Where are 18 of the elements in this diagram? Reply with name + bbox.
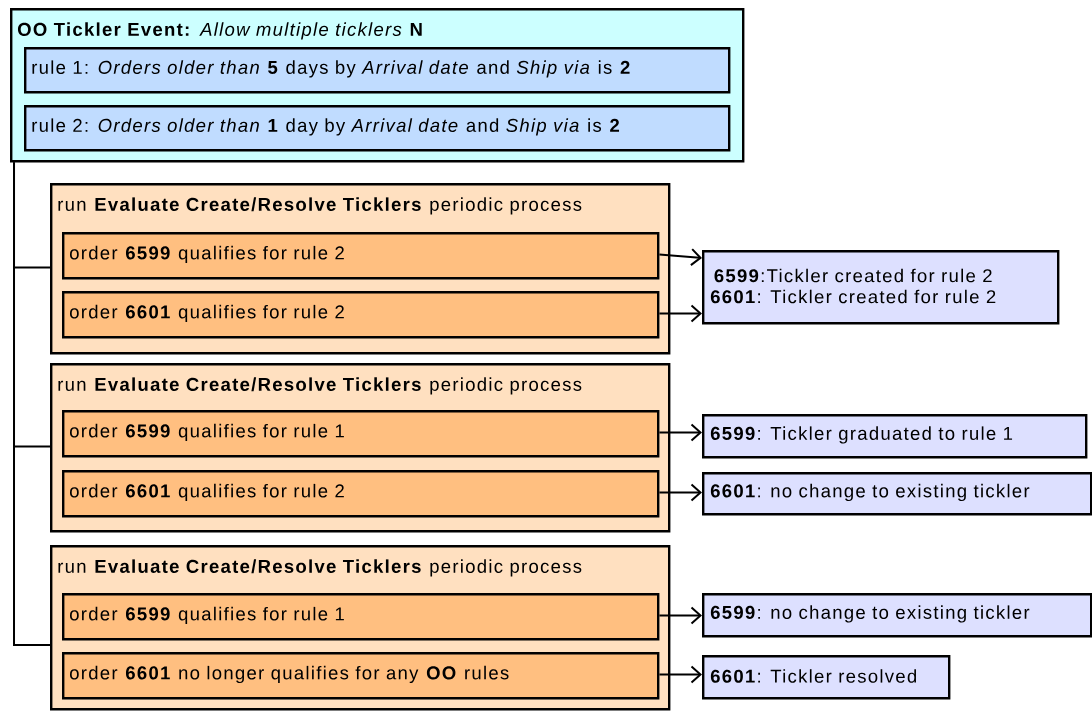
arrow bbox=[658, 665, 702, 684]
arrow bbox=[658, 248, 702, 267]
order-box: order 6599 qualifies for rule 2 bbox=[62, 232, 660, 280]
result-box: 6599: Tickler graduated to rule 1 bbox=[702, 414, 1088, 459]
arrow bbox=[658, 606, 702, 625]
order-box: order 6601 qualifies for rule 2 bbox=[62, 291, 660, 339]
arrow bbox=[658, 304, 702, 323]
order-box: order 6599 qualifies for rule 1 bbox=[62, 410, 660, 458]
result-box: 6599: no change to existing tickler bbox=[702, 593, 1092, 638]
order-box: order 6599 qualifies for rule 1 bbox=[62, 593, 660, 641]
result-box: 6601: Tickler resolved bbox=[702, 655, 951, 700]
result-box: 6601: no change to existing tickler bbox=[702, 472, 1092, 516]
arrow bbox=[658, 423, 702, 442]
result-box: 6599:Tickler created for rule 2 6601: Tickler created for rule 2 bbox=[702, 250, 1060, 325]
order-box: order 6601 qualifies for rule 2 bbox=[62, 470, 660, 518]
order-box: order 6601 no longer qualifies for any OO rules bbox=[62, 652, 660, 700]
bracket-line bbox=[13, 161, 51, 646]
arrow bbox=[658, 483, 702, 502]
